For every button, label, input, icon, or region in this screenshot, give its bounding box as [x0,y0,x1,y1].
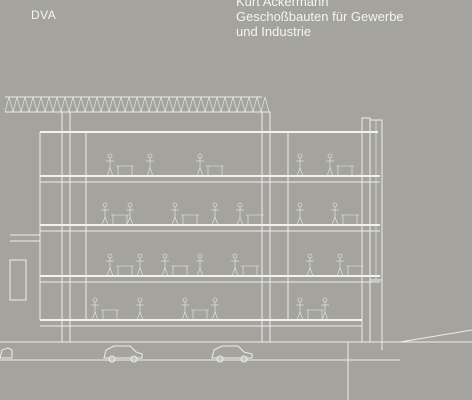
title-line-2: und Industrie [236,24,312,39]
people-and-furniture [91,153,364,321]
columns [61,111,371,343]
cars [0,345,253,363]
roof-truss [4,96,270,113]
book-title: Geschoßbauten für Gewerbe und Industrie [236,9,466,39]
facade-right [369,119,383,350]
ground-and-basement [0,329,472,400]
author-name: Kurt Ackermann [236,0,329,9]
title-line-1: Geschoßbauten für Gewerbe [236,9,404,24]
publisher-label: DVA [31,8,57,22]
floor-slabs [40,131,380,327]
facade-left [9,132,41,320]
